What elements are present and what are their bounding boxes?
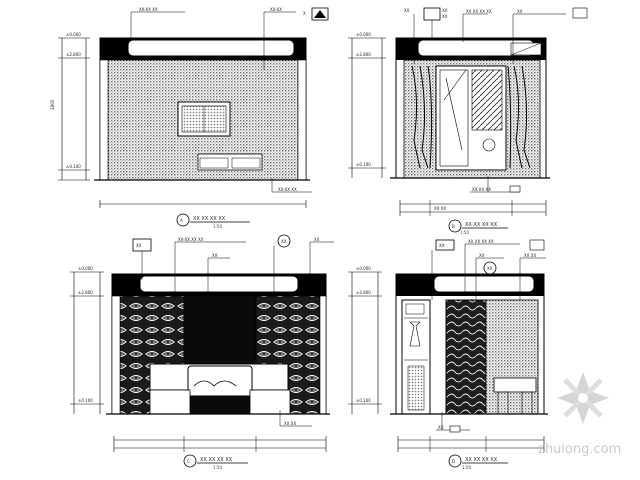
callout-label: XX-XX xyxy=(270,7,282,12)
svg-text:±0.000: ±0.000 xyxy=(78,266,93,271)
callout-label: XX xyxy=(517,9,523,14)
callout-label: XX XX xyxy=(524,253,536,258)
elevation-title: XX XX XX XX xyxy=(200,457,233,463)
elevation-title: XX XX XX XX xyxy=(193,216,226,222)
callout-label: XX-XX XX xyxy=(278,187,297,192)
scale-label: 1:50 xyxy=(213,465,222,470)
svg-text:±2.800: ±2.800 xyxy=(356,290,371,295)
svg-text:±2.800: ±2.800 xyxy=(78,290,93,295)
callout-label: XX-XX XX XX xyxy=(178,237,204,242)
svg-text:A: A xyxy=(180,218,183,223)
callout-label: XX xyxy=(439,243,445,248)
scale-label: 1:50 xyxy=(460,230,469,235)
callout-label: XX xyxy=(281,239,287,244)
elevation-bottom-left: ±0.000 ±2.800 ±0.100 XX XX-XX XX XX XX X… xyxy=(70,234,334,470)
svg-text:±0.000: ±0.000 xyxy=(356,266,371,271)
elevation-title: XX XX XX XX xyxy=(465,457,498,463)
elevation-title: XX XX XX XX xyxy=(465,222,498,228)
callout-label: XX xyxy=(479,253,485,258)
svg-text:±2.800: ±2.800 xyxy=(66,52,81,57)
callout-label: XX XX xyxy=(284,421,296,426)
svg-text:±0.100: ±0.100 xyxy=(66,164,81,169)
watermark: zhulong.com xyxy=(538,372,621,457)
svg-text:2800: 2800 xyxy=(50,99,55,110)
svg-text:±0.100: ±0.100 xyxy=(356,162,371,167)
callout-label: XX xyxy=(442,14,448,19)
callout-label: XX xyxy=(487,266,493,271)
callout-label: XX xyxy=(404,8,410,13)
svg-text:±2.800: ±2.800 xyxy=(356,52,371,57)
callout-label: XX XX XX XX xyxy=(468,239,494,244)
svg-text:±0.100: ±0.100 xyxy=(356,398,371,403)
callout-label: XX XX xyxy=(434,206,446,211)
scale-label: 1:50 xyxy=(462,465,471,470)
svg-text:±0.000: ±0.000 xyxy=(356,32,371,37)
callout-label: XX xyxy=(438,425,444,430)
callout-label: XX xyxy=(314,237,320,242)
elevation-bottom-right: ±0.000 ±2.800 ±0.100 XX XX XX XX XX XX X… xyxy=(348,239,548,470)
callout-label: XX xyxy=(212,253,218,258)
svg-text:D: D xyxy=(452,459,455,464)
callout-label: XX xyxy=(442,8,448,13)
elevation-top-right: ±0.000 ±2.800 ±0.100 XX XX XX XX XX XX X… xyxy=(348,7,588,235)
watermark-text: zhulong.com xyxy=(538,442,621,457)
callout-label: XX xyxy=(136,243,142,248)
callout-label: XX-XX XX xyxy=(139,7,158,12)
scale-label: 1:50 xyxy=(213,224,222,229)
svg-text:±0.000: ±0.000 xyxy=(66,32,81,37)
svg-text:±0.100: ±0.100 xyxy=(78,398,93,403)
callout-label: X xyxy=(303,11,306,16)
elevation-top-left: ±0.000 ±2.800 ±0.100 2800 XX-XX XX XX-XX… xyxy=(50,7,329,229)
svg-text:C: C xyxy=(187,459,190,464)
callout-label: XX XX XX xyxy=(472,187,491,192)
zhulong-logo-icon xyxy=(557,372,609,424)
callout-label: XX XX XX XX xyxy=(466,9,492,14)
svg-text:B: B xyxy=(452,224,455,229)
